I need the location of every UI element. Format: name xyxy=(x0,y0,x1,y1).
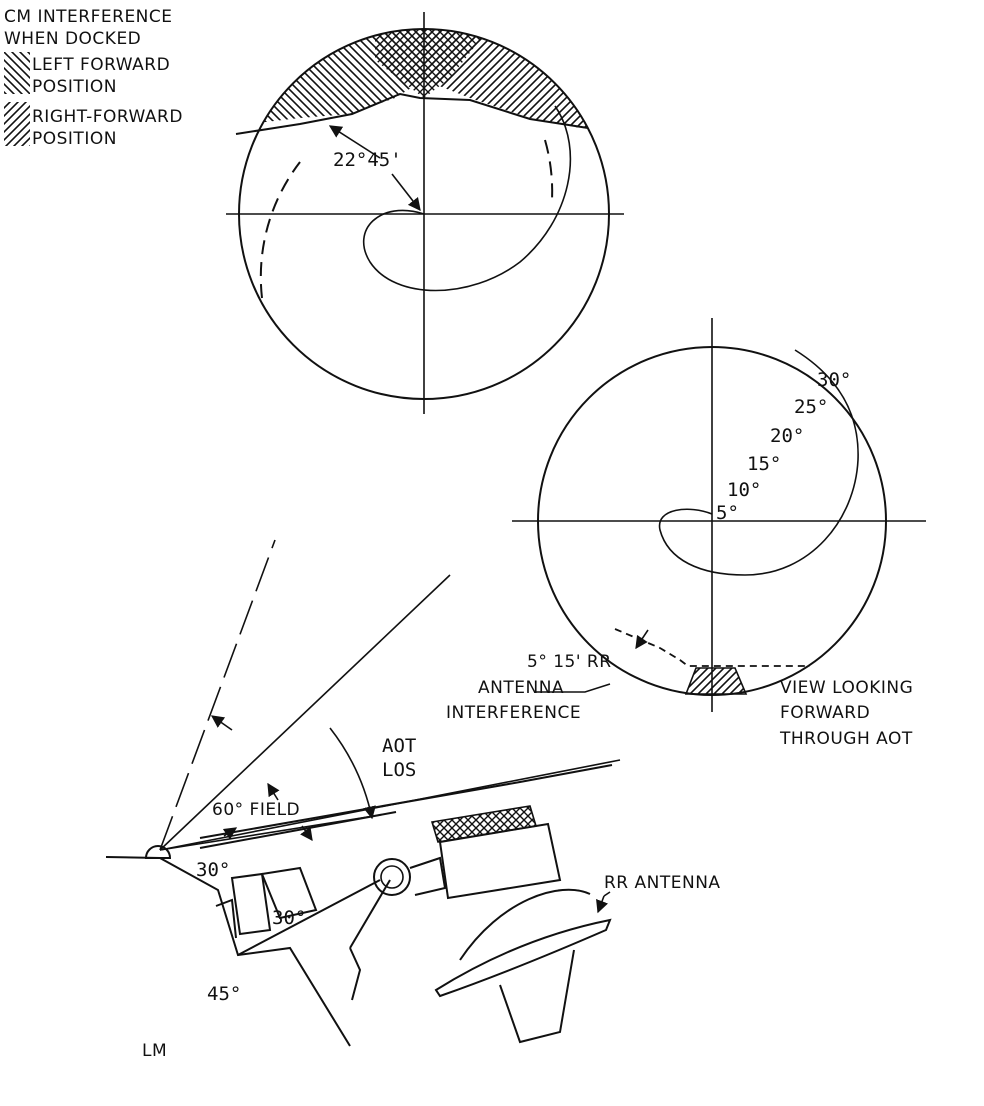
view-label-line1: VIEW LOOKING xyxy=(780,678,913,698)
legend-right-line2: POSITION xyxy=(32,129,117,149)
top-view-dashed-arc-right xyxy=(544,139,554,201)
aot-label-line1: AOT xyxy=(382,735,416,757)
forty-five-arrow xyxy=(222,827,238,840)
spiral-label-10: 10° xyxy=(727,479,761,501)
angle-45-label: 45° xyxy=(207,983,241,1005)
bracket-left xyxy=(230,872,272,936)
view-label-line2: FORWARD xyxy=(780,703,870,723)
top-view-angle-label: 22°45' xyxy=(333,149,402,171)
rr-label-leader xyxy=(534,683,611,693)
rr-label-line3: INTERFERENCE xyxy=(446,703,581,723)
lm-hull-strut-2 xyxy=(349,879,391,949)
rr-interference-dashed-line xyxy=(614,628,810,667)
spiral-label-20: 20° xyxy=(770,425,804,447)
rr-antenna-leader xyxy=(603,891,611,897)
upper-beam-lower-edge xyxy=(199,811,397,849)
lm-aot-dome xyxy=(144,845,172,859)
lm-label: LM xyxy=(142,1041,167,1061)
interference-boundary xyxy=(235,92,589,135)
spiral-label-25: 25° xyxy=(794,396,828,418)
legend-left-hatch-swatch xyxy=(4,52,30,94)
view-label-line3: THROUGH AOT xyxy=(779,729,913,749)
lm-lower-leg xyxy=(349,947,362,1001)
antenna-hub-outer xyxy=(373,858,411,896)
right-view-spiral xyxy=(658,349,859,576)
right-view: 30° 25° 20° 15° 10° 5° 5° 15' RR ANTENNA… xyxy=(446,318,926,749)
upper-beam xyxy=(199,764,613,839)
rr-antenna-hatch-block xyxy=(684,667,748,695)
rr-interference-arrow xyxy=(635,629,649,650)
rr-label-line1: 5° 15' RR xyxy=(527,652,612,672)
legend-title-line1: CM INTERFERENCE xyxy=(4,7,173,27)
sixty-field-dashed-line xyxy=(159,539,276,851)
spiral-label-15: 15° xyxy=(747,453,781,475)
legend-left-line2: POSITION xyxy=(32,77,117,97)
rr-antenna-label: RR ANTENNA xyxy=(604,873,721,893)
thirty-arrow-outer xyxy=(267,782,280,801)
bracket-mid xyxy=(260,866,318,920)
aot-los-45 xyxy=(159,574,451,851)
antenna-box xyxy=(438,822,562,900)
sixty-field-arc xyxy=(329,727,376,820)
top-view-spiral xyxy=(363,105,572,292)
legend-title-line2: WHEN DOCKED xyxy=(4,29,141,49)
spiral-label-30: 30° xyxy=(817,369,851,391)
aot-label-line2: LOS xyxy=(382,759,416,781)
rr-antenna-dish xyxy=(434,918,612,998)
legend-left-line1: LEFT FORWARD xyxy=(32,55,170,75)
overlap-zone xyxy=(375,29,480,98)
rr-label-line2: ANTENNA xyxy=(478,678,564,698)
sixty-field-label: 60° FIELD xyxy=(212,800,300,820)
angle-arrow-up xyxy=(328,125,381,159)
legend: CM INTERFERENCE WHEN DOCKED LEFT FORWARD… xyxy=(4,7,183,149)
angle-30-outer-label: 30° xyxy=(196,859,230,881)
rr-antenna-curve xyxy=(459,888,591,961)
antenna-hub-inner xyxy=(380,865,404,889)
top-view-dashed-arc-left xyxy=(259,161,301,299)
sixty-field-arrow xyxy=(210,715,233,731)
spiral-label-5: 5° xyxy=(716,502,739,524)
bracket-foot xyxy=(215,898,237,939)
lm-hull-lines xyxy=(105,856,351,1047)
antenna-arm xyxy=(409,856,447,896)
thirty-arrow-inner xyxy=(300,825,313,842)
lm-hull-strut xyxy=(237,879,381,956)
lm-side-geometry: AOT LOS 60° FIELD 30° 30° 45° RR ANTENNA… xyxy=(105,539,721,1061)
angle-arrow-down xyxy=(391,173,421,212)
rr-antenna-base xyxy=(499,949,575,1044)
legend-right-line1: RIGHT-FORWARD xyxy=(32,107,183,127)
legend-right-hatch-swatch xyxy=(4,102,30,146)
top-view-interference-zones xyxy=(239,29,609,135)
angle-30-inner-label: 30° xyxy=(272,907,306,929)
antenna-hatched-block xyxy=(430,805,538,843)
top-view: 22°45' xyxy=(226,12,624,414)
rr-antenna-leader-arrow xyxy=(596,895,609,914)
